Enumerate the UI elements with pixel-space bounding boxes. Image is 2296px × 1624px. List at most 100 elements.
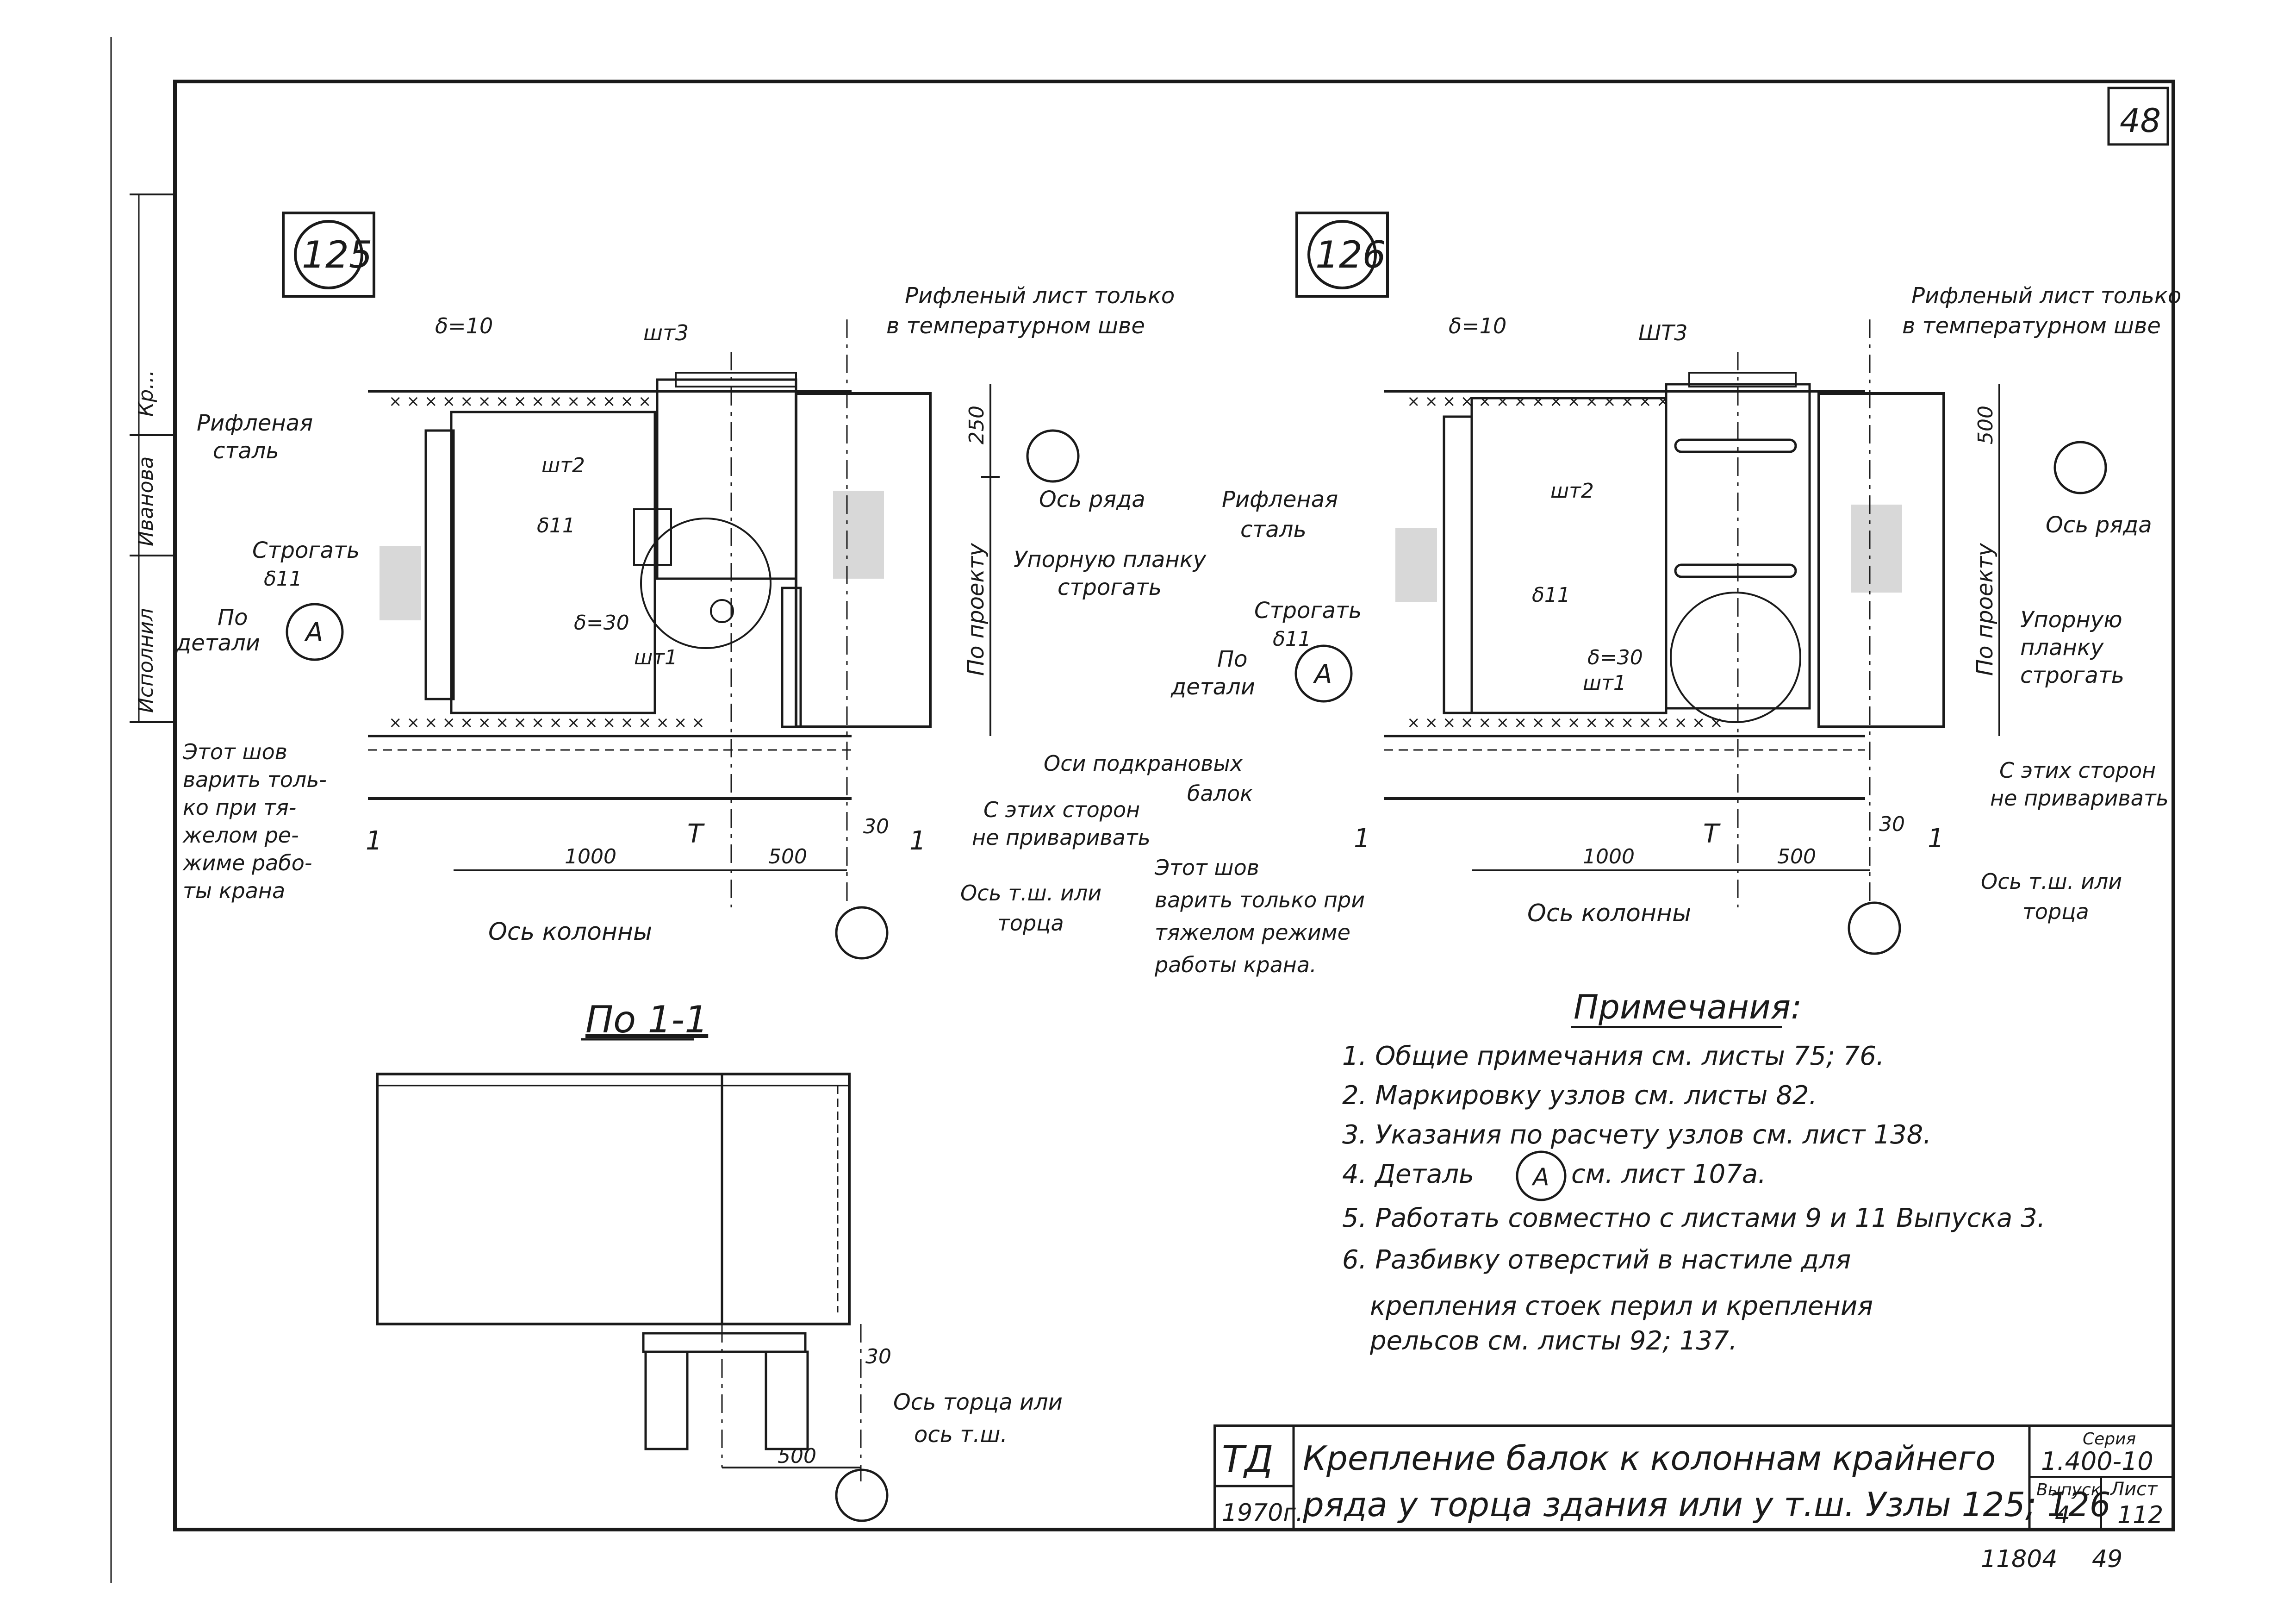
notes: Примечания: 1. Общие примечания см. лист… [1342, 987, 2046, 1356]
n125-etot-shov-4: жиме рабо- [182, 850, 312, 875]
section-column-right [765, 1350, 809, 1450]
section-os-tortsa-1: Ось торца или [893, 1389, 1063, 1415]
node-125-badge: 125 [302, 233, 373, 276]
section-os-tortsa-2: ось т.ш. [914, 1422, 1008, 1448]
n126-row-axis-circle [2053, 441, 2107, 494]
n125-etot-shov-5: ты крана [183, 878, 285, 903]
stamp-label-3: Кр... [134, 370, 158, 417]
note-1: 1. Общие примечания см. листы 75; 76. [1342, 1041, 1885, 1071]
n125-os-tsh-2: торца [997, 911, 1064, 936]
n125-osi-podkran-1: Оси подкрановых [1044, 751, 1243, 776]
n126-upornuyu-1: Упорную [2020, 607, 2122, 633]
stamp-label-2: Иванова [134, 456, 158, 546]
n125-etot-shov-3: желом ре- [182, 823, 299, 848]
n125-delta30: δ=30 [574, 611, 629, 635]
corner-number: 48 [2120, 102, 2161, 140]
note-4: 4. Деталь [1342, 1159, 1474, 1189]
node-126: 126 ××××××××××××××× ×××××××××××××××××× δ… [1154, 212, 2181, 977]
tb-vypusk-label: Выпуск [2036, 1480, 2101, 1499]
n126-end-axis-circle [1848, 901, 1901, 955]
weld-marks-bottom: ×××××××××××××××××× [1407, 713, 1728, 732]
hatch-ribbed [833, 491, 884, 579]
n126-sht1: шт1 [1583, 671, 1626, 695]
n126-detali: детали [1170, 674, 1255, 700]
bracket-block [633, 508, 672, 566]
title-block: ТД 1970г. Крепление балок к колоннам кра… [1213, 1424, 2175, 1531]
n125-sht1: шт1 [634, 646, 678, 669]
note-2: 2. Маркировку узлов см. листы 82. [1342, 1081, 1817, 1111]
tb-title-1: Крепление балок к колоннам крайнего [1303, 1439, 1996, 1478]
column-cap [1688, 372, 1797, 387]
detail-circle [1670, 592, 1801, 723]
n125-sht3: шт3 [643, 320, 689, 345]
slot-top [1674, 438, 1797, 453]
n126-upornuyu-3: строгать [2020, 662, 2124, 688]
section-beam [376, 1073, 851, 1325]
n126-riflen-stal-1: Рифленая [1222, 487, 1338, 512]
n126-s-etih-2: не приваривать [1990, 786, 2169, 811]
n126-dim500: 500 [1777, 845, 1816, 868]
n126-po: По [1217, 646, 1247, 672]
node-126-badge: 126 [1315, 233, 1386, 276]
stiffener-left [424, 429, 455, 700]
tb-year: 1970г. [1222, 1499, 1303, 1527]
n126-dim30: 30 [1879, 812, 1905, 836]
n126-T: Т [1703, 819, 1721, 849]
n125-upornuyu-2: строгать [1058, 575, 1162, 600]
detail-circle [640, 518, 772, 649]
section-title: По 1-1 [585, 998, 708, 1041]
section-plate [642, 1332, 807, 1353]
n125-osi-podkran-2: балок [1187, 781, 1253, 806]
note-5: 5. Работать совместно с листами 9 и 11 В… [1342, 1203, 2046, 1233]
n126-os-ryada: Ось ряда [2046, 512, 2152, 538]
note-4-tail: см. лист 107а. [1571, 1159, 1766, 1189]
n126-dim500v: 500 [1974, 406, 1997, 444]
n126-delta30: δ=30 [1587, 646, 1643, 669]
tb-seria-value: 1.400-10 [2041, 1447, 2153, 1476]
n126-delta10: δ=10 [1449, 313, 1506, 338]
n126-os-kolonny: Ось колонны [1527, 899, 1691, 927]
n125-strogat-delta: δ11 [264, 567, 302, 591]
n126-strogat: Строгать [1254, 598, 1362, 624]
note-3: 3. Указания по расчету узлов см. лист 13… [1342, 1120, 1931, 1150]
n125-strogat: Строгать [252, 537, 360, 563]
note-4-A-circle [1516, 1150, 1567, 1201]
n125-delta10: δ=10 [435, 313, 493, 338]
node-125: 125 ××××××××××××××× ×××××××××××××××××× δ… [175, 212, 1253, 960]
n125-dim500: 500 [768, 845, 807, 868]
n125-etot-shov-0: Этот шов [182, 739, 287, 764]
n126-po-proektu: По проекту [1972, 543, 1998, 676]
slot-bottom [1674, 563, 1797, 578]
bottom-code-2: 49 [2092, 1545, 2122, 1573]
stamp-label-1: Исполнил [134, 608, 158, 713]
note-6-cont-2: рельсов см. листы 92; 137. [1369, 1326, 1737, 1356]
section-axis-circle [835, 1468, 889, 1522]
n126-detail-A: А [1313, 659, 1332, 689]
tb-seria-label: Серия [2083, 1430, 2136, 1449]
section-column-left [644, 1350, 689, 1450]
n126-section-left: 1 [1354, 824, 1370, 854]
tb-title-2: ряда у торца здания или у т.ш. Узлы 125;… [1302, 1485, 2111, 1524]
hatch-ribbed-left [380, 546, 421, 620]
section-1-1: По 1-1 30 500 Ось торца или ось т.ш. [376, 998, 1063, 1522]
note-6: 6. Разбивку отверстий в настиле для [1342, 1245, 1851, 1275]
stiffener-left [1443, 415, 1473, 714]
tb-vypusk-value: 4 [2055, 1501, 2070, 1529]
n126-os-tsh-2: торца [2022, 899, 2089, 924]
n125-os-ryada: Ось ряда [1039, 487, 1145, 512]
n126-etot-shov-0: Этот шов [1154, 855, 1259, 880]
n125-detail-A-circle [286, 603, 344, 661]
weld-marks-top: ××××××××××××××× [389, 392, 656, 411]
n126-etot-shov-3: работы крана. [1154, 952, 1317, 977]
n125-section-right: 1 [909, 826, 926, 856]
n126-detail-A-circle [1294, 644, 1353, 703]
sheet-frame [173, 80, 2175, 1531]
stop-plate [781, 587, 802, 728]
bottom-code-1: 11804 [1981, 1545, 2057, 1573]
n125-upornuyu-1: Упорную планку [1014, 547, 1207, 573]
tb-logo: ТД [1222, 1438, 1273, 1481]
n125-riflen-list-1: Рифленый лист только [905, 283, 1175, 309]
n126-riflen-list-1: Рифленый лист только [1911, 283, 2181, 309]
notes-title: Примечания: [1574, 987, 1802, 1026]
